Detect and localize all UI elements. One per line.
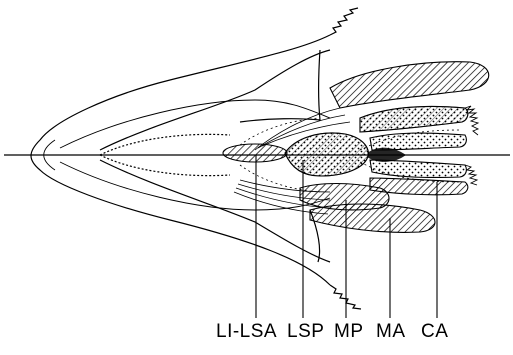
top-zigzag (330, 8, 358, 35)
upper-appendage-3 (370, 133, 466, 150)
upper-appendage-2-hatch (360, 106, 468, 132)
li-lsa-lobe (223, 144, 287, 162)
upper-appendage-1 (330, 62, 489, 108)
upper-inner-contour (60, 100, 330, 148)
lsp-lobe-overlay (285, 133, 368, 176)
lower-appendage-1 (370, 160, 466, 177)
upper-fringe (465, 106, 478, 135)
upper-ridge (240, 50, 320, 122)
inner-v-upper (100, 134, 230, 155)
label-li-lsa: LI-LSA (216, 322, 277, 342)
lower-appendage-4 (310, 204, 435, 232)
inner-v-lower (100, 155, 230, 176)
label-lsp: LSP (287, 322, 324, 342)
label-ma: MA (376, 322, 406, 342)
label-mp: MP (334, 322, 364, 342)
outer-outline (31, 35, 330, 285)
label-ca: CA (421, 322, 448, 342)
